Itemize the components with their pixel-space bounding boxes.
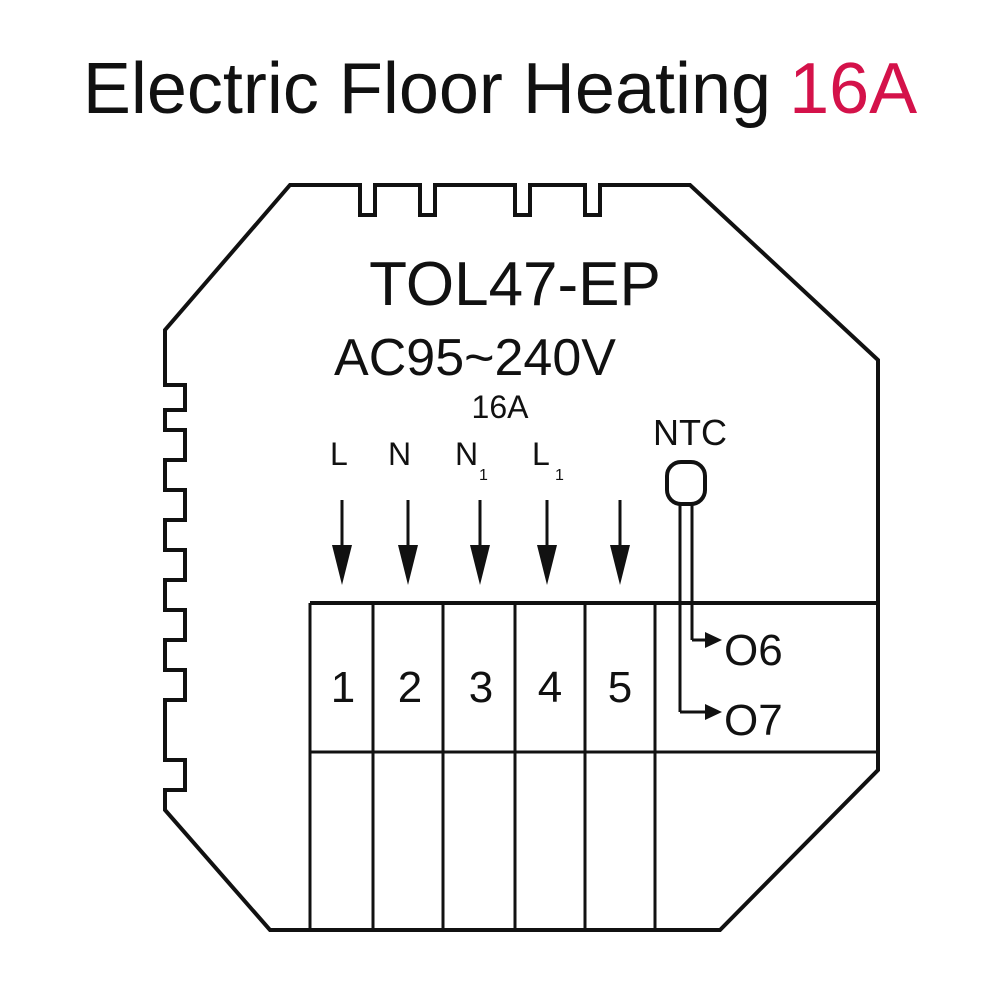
ntc-terminal-7: O7 — [724, 696, 783, 745]
terminal-number-5: 5 — [608, 663, 632, 712]
terminal-block — [308, 601, 878, 930]
arrow-1-icon — [332, 500, 352, 585]
terminal-number-4: 4 — [538, 663, 562, 712]
ntc-label: NTC — [653, 412, 727, 453]
arrow-3-icon — [470, 500, 490, 585]
current-label: 16A — [472, 389, 530, 425]
device-outline — [163, 183, 880, 932]
terminal-label-n1: N — [455, 436, 478, 472]
terminal-number-3: 3 — [469, 663, 493, 712]
terminal-sub-l1: 1 — [555, 467, 564, 484]
terminal-label-l1: L — [532, 436, 550, 472]
terminal-number-2: 2 — [398, 663, 422, 712]
ntc-terminal-6: O6 — [724, 626, 783, 675]
model-label: TOL47-EP — [369, 250, 661, 319]
ntc-sensor-icon — [665, 460, 722, 720]
terminal-label-n: N — [388, 436, 411, 472]
title-main: Electric Floor Heating — [82, 49, 772, 129]
terminal-number-1: 1 — [331, 663, 355, 712]
terminal-sub-n1: 1 — [479, 467, 488, 484]
terminal-label-l: L — [330, 436, 348, 472]
title-accent: 16A — [789, 49, 918, 129]
arrow-2-icon — [398, 500, 418, 585]
arrow-5-icon — [610, 500, 630, 585]
arrow-4-icon — [537, 500, 557, 585]
voltage-label: AC95~240V — [334, 329, 616, 387]
